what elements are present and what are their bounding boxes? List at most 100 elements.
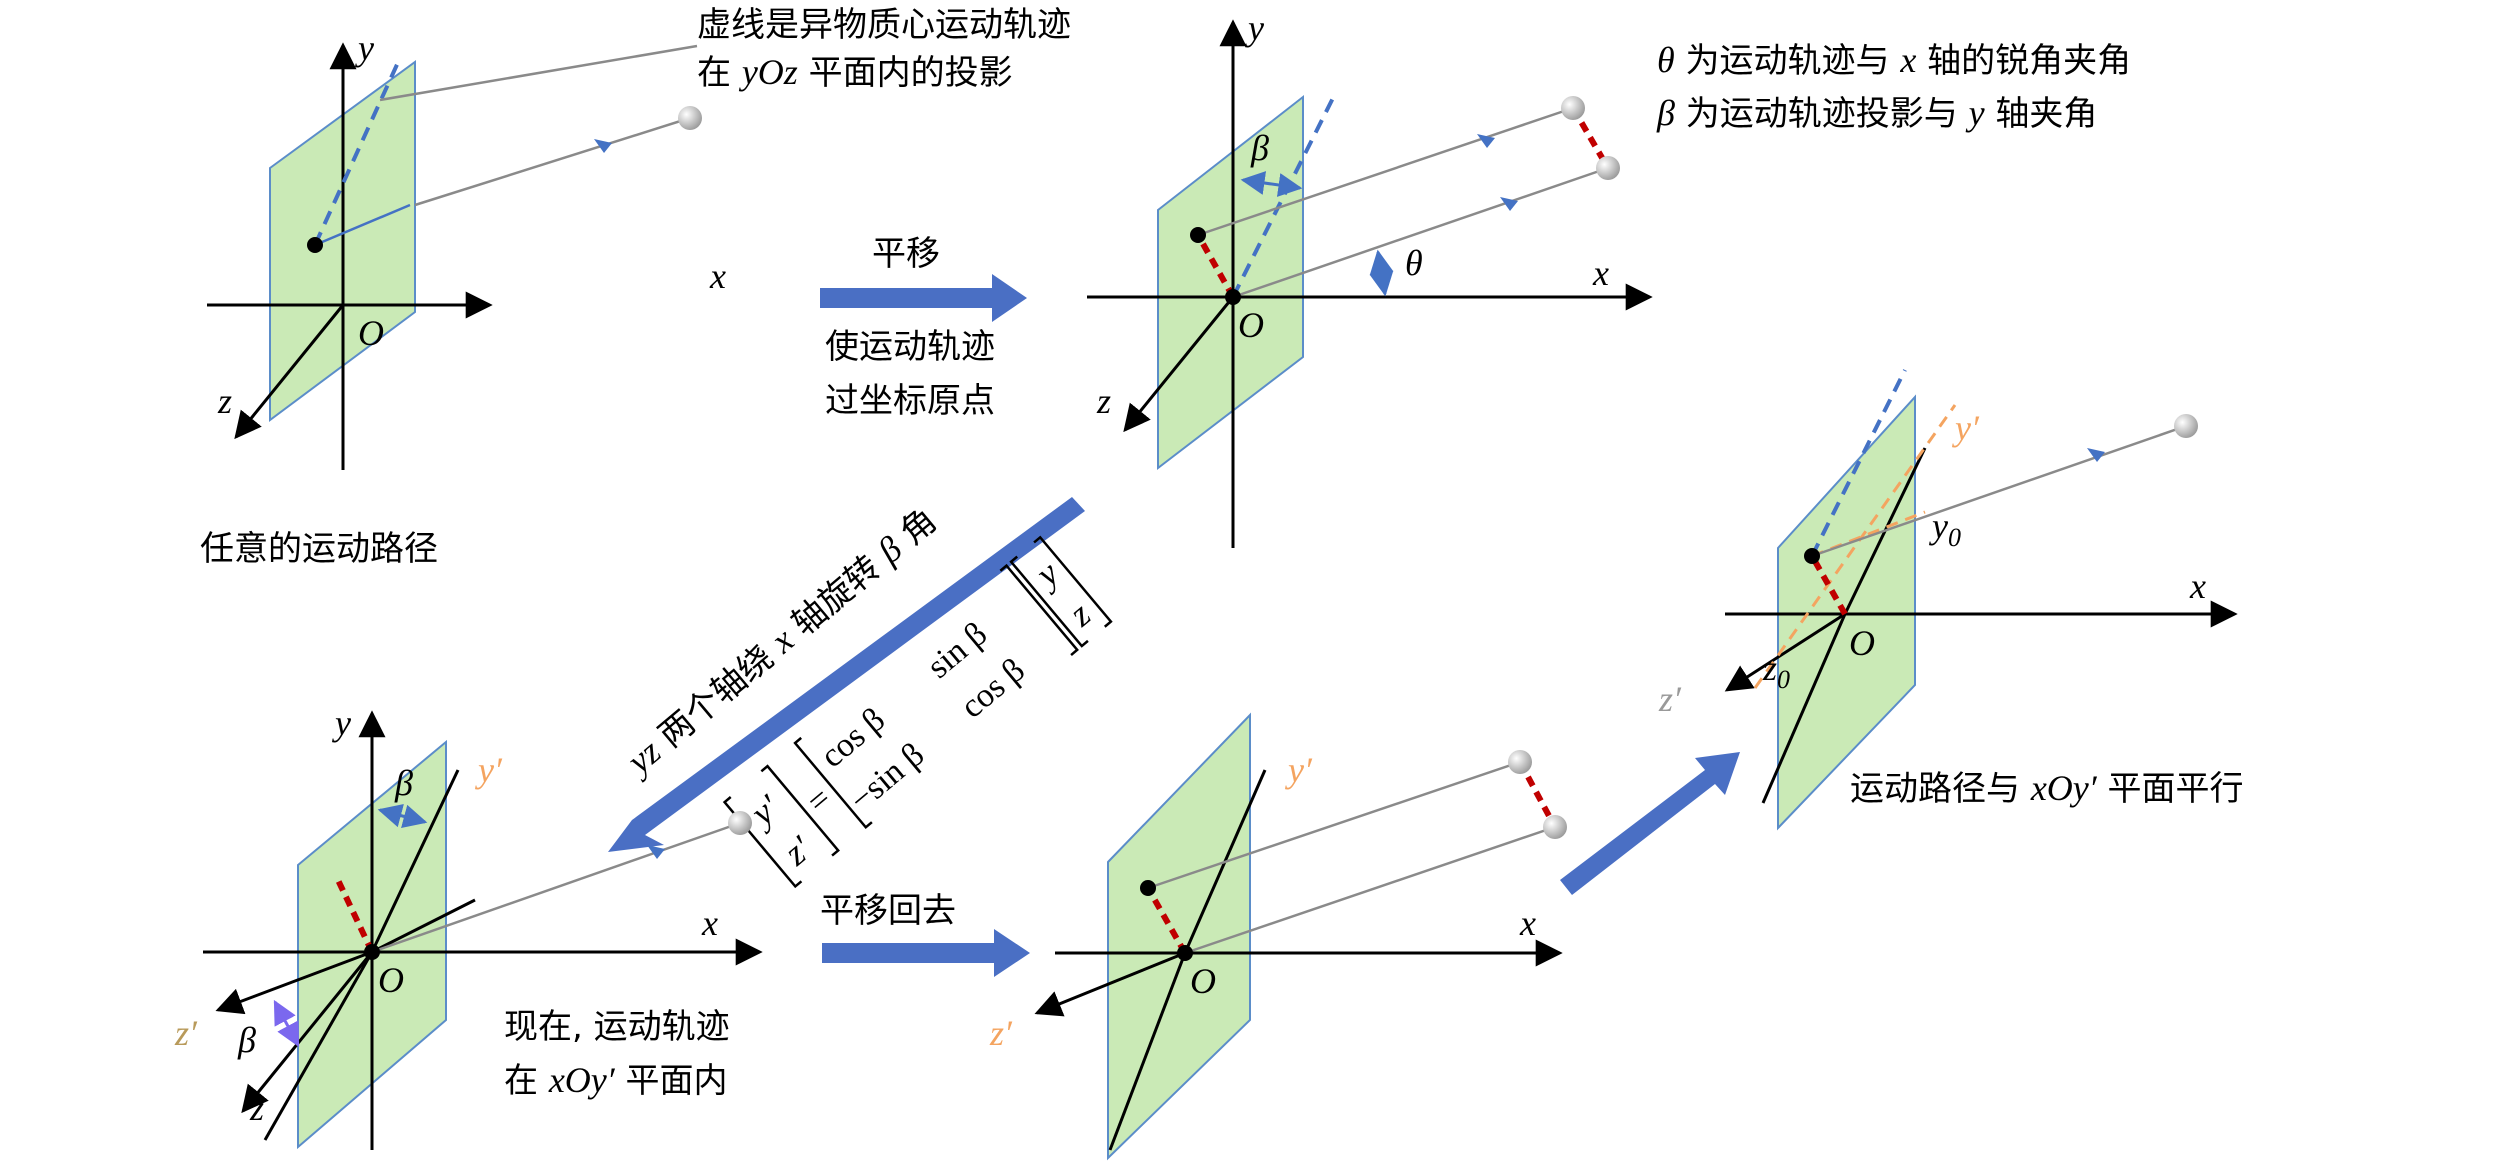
y-axis-6-lower <box>1761 613 1847 804</box>
z-prime-axis-4 <box>215 950 373 1015</box>
projection-connector <box>314 203 411 247</box>
direction-arrowhead-6 <box>2087 448 2105 462</box>
label-x-6: x <box>2189 566 2206 606</box>
rotate-arrow <box>608 497 1085 852</box>
label-z-2: z <box>1096 381 1111 421</box>
caption-now-line2: 在 xOy′ 平面内 <box>504 1060 727 1101</box>
trajectory-line <box>414 116 691 207</box>
label-theta: θ <box>1405 243 1423 283</box>
label-x-4: x <box>701 903 718 943</box>
theta-angle-arc <box>1369 249 1394 297</box>
label-y0: y0 <box>1929 506 1961 552</box>
label-z0: z0 <box>1762 648 1790 694</box>
particle-ball-6 <box>2174 414 2198 438</box>
trajectory-5 <box>1184 825 1556 955</box>
step-translate: 平移 使运动轨迹 过坐标原点 <box>820 234 1027 421</box>
caption-arbitrary-path: 任意的运动路径 <box>200 529 438 569</box>
label-x: x <box>709 256 726 296</box>
label-beta-2: β <box>1250 128 1269 168</box>
z-axis-2 <box>1123 296 1235 433</box>
yoz-plane-2 <box>1157 94 1304 471</box>
label-origin: O <box>358 313 384 353</box>
lhs-bracket-right <box>760 764 840 857</box>
matrix-bracket-left <box>793 736 873 830</box>
annotation-leader <box>379 44 698 102</box>
label-y-prime-4: y′ <box>475 750 503 790</box>
particle-ball-5b <box>1543 815 1567 839</box>
label-z-4: z <box>249 1088 264 1128</box>
rotated-line-a <box>371 898 476 954</box>
matrix-bracket-right <box>999 563 1079 656</box>
translate-desc2: 过坐标原点 <box>825 381 995 421</box>
label-y-prime-6: y′ <box>1952 408 1980 448</box>
label-x-5: x <box>1519 903 1536 943</box>
step-translate-back: 平移回去 <box>820 891 1030 977</box>
label-origin-4: O <box>378 960 404 1000</box>
caption-now-line1: 现在, 运动轨迹 <box>504 1007 730 1047</box>
translate-desc1: 使运动轨迹 <box>825 327 995 367</box>
label-z-prime-6: z′ <box>1658 679 1682 719</box>
beta-angle-arc-4b <box>273 999 300 1048</box>
beta-definition: β 为运动轨迹投影与 y 轴夹角 <box>1656 93 2097 134</box>
particle-ball-4 <box>728 811 752 835</box>
lhs-bracket-left <box>722 796 803 889</box>
label-y-prime-5: y′ <box>1285 750 1313 790</box>
particle-ball-shifted <box>1596 156 1620 180</box>
label-x-2: x <box>1592 253 1609 293</box>
projection-note-line1: 虚线是异物质心运动轨迹 <box>697 5 1071 45</box>
panel-translated-path: β θ y x O z θ 为运动轨迹与 x 轴的锐角夹角 β 为运动轨迹投影与… <box>1087 8 2131 548</box>
projection-point-2 <box>1190 227 1206 243</box>
y-prime-axis-5-lower <box>1108 952 1187 1151</box>
beta-angle-arc-4 <box>377 803 428 829</box>
label-beta-4: β <box>394 763 413 803</box>
direction-arrowhead <box>594 139 612 153</box>
offset-red-dash <box>1195 233 1236 299</box>
z-axis <box>234 304 345 440</box>
projection-dashed-line <box>313 57 402 246</box>
projection-point-6 <box>1804 548 1820 564</box>
offset-red-dash-6 <box>1809 554 1848 616</box>
projection-point-5 <box>1140 880 1156 896</box>
step-rotate: yz 两个轴绕 x 轴旋转 β 角 y′ z′ = cos β sin β −s… <box>608 497 1113 889</box>
trajectory-4 <box>371 821 741 954</box>
panel-translated-back: y′ x O z′ <box>989 712 1567 1161</box>
label-z: z <box>217 381 232 421</box>
translate-arrow <box>820 274 1027 322</box>
direction-arrowhead-4 <box>647 845 665 859</box>
label-origin-6: O <box>1849 623 1875 663</box>
offset-red-dash-4 <box>335 878 375 954</box>
lhs-bottom: z′ <box>776 827 820 873</box>
projection-dashed-line-6 <box>1810 369 1907 557</box>
trajectory-through-origin <box>1232 166 1609 299</box>
translate-title: 平移 <box>872 234 940 274</box>
beta-angle-arc <box>1240 171 1303 197</box>
direction-arrowhead-3 <box>1477 134 1495 148</box>
z-axis-6 <box>1724 612 1846 692</box>
particle-ball-5a <box>1508 750 1532 774</box>
particle-ball <box>678 106 702 130</box>
projection-dashed-line-2 <box>1231 97 1335 298</box>
offset-red-dash-5b <box>1517 760 1558 829</box>
label-z-prime-5: z′ <box>989 1013 1013 1053</box>
trajectory-5-shifted <box>1147 760 1521 890</box>
translate-back-title: 平移回去 <box>820 891 956 931</box>
panel-parallel-path: y′ y0 x O z0 z′ 运动路径与 xOy′ 平面平行 <box>1658 369 2243 831</box>
z-axis-4 <box>241 951 374 1114</box>
rotated-y-prime-axis <box>1753 404 1957 689</box>
direction-arrowhead-2 <box>1500 197 1518 211</box>
z-prime-axis-5 <box>1034 951 1186 1017</box>
label-origin-2: O <box>1238 305 1264 345</box>
offset-red-dash-5 <box>1145 886 1188 955</box>
origin-point-5 <box>1177 945 1193 961</box>
origin-point-2 <box>1225 289 1241 305</box>
label-z-prime-4: z′ <box>174 1013 198 1053</box>
label-beta-4b: β <box>237 1020 256 1060</box>
origin-point-4 <box>364 944 380 960</box>
original-trajectory <box>1197 106 1574 237</box>
trajectory-6 <box>1811 424 2187 558</box>
translate-back-arrow <box>822 929 1030 977</box>
caption-parallel: 运动路径与 xOy′ 平面平行 <box>1850 768 2243 809</box>
rhs-bracket-left <box>1009 555 1089 648</box>
projection-point <box>307 237 323 253</box>
